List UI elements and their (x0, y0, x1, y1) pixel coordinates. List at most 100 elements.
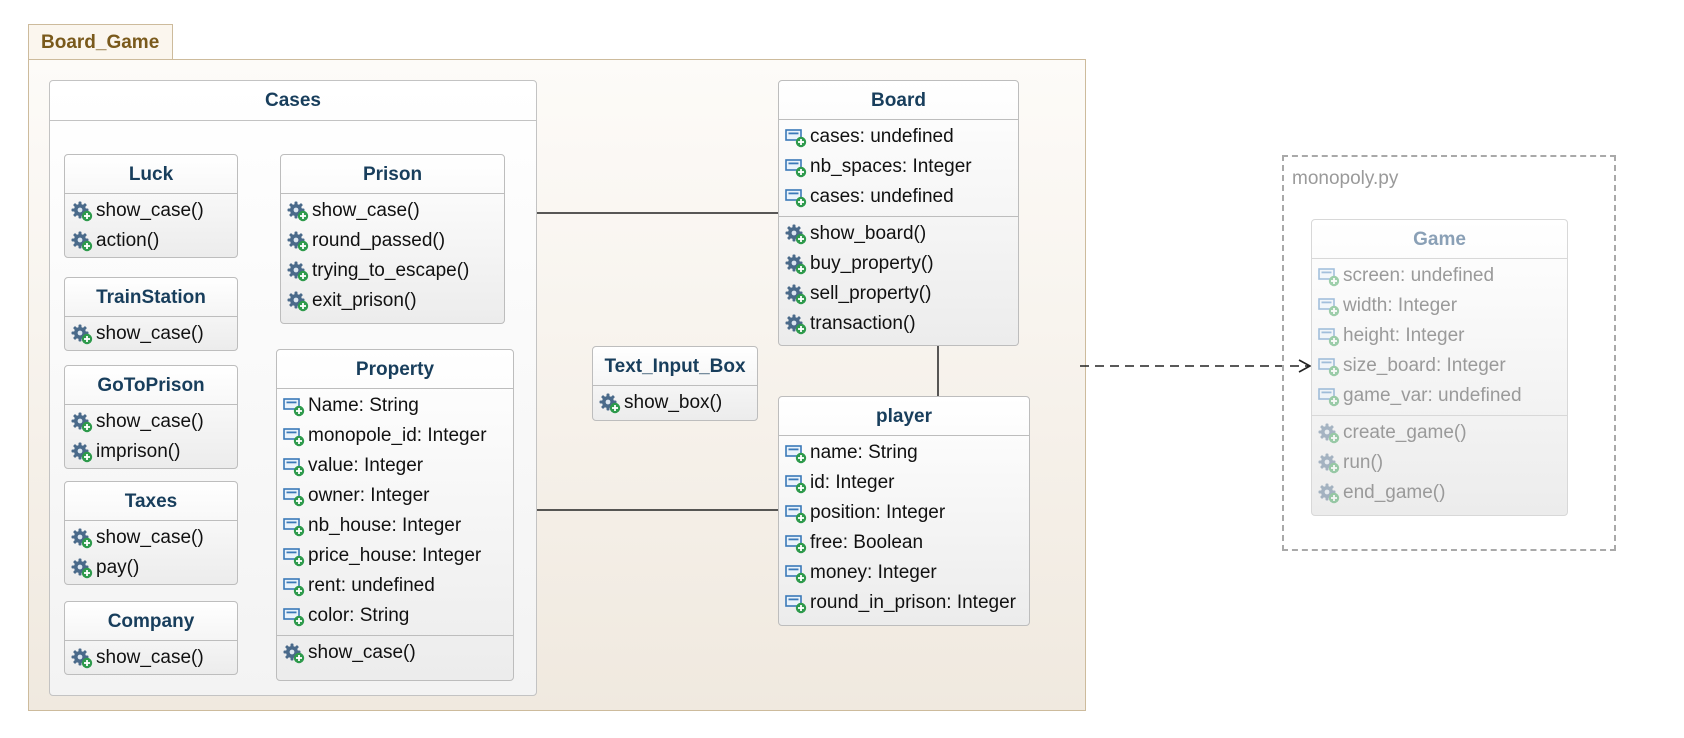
class-game[interactable]: Game screen: undefined width: Integer he… (1311, 219, 1568, 516)
package-tab[interactable]: Board_Game (28, 24, 173, 59)
class-board[interactable]: Board cases: undefined nb_spaces: Intege… (778, 80, 1019, 346)
cases-container[interactable]: Cases Luck show_case() action() TrainSta… (49, 80, 537, 696)
attribute-text: nb_spaces: Integer (810, 156, 972, 177)
attribute-icon (1318, 295, 1340, 317)
method-text: show_board() (810, 223, 927, 244)
class-player[interactable]: player name: String id: Integer position… (778, 396, 1030, 626)
method-list: show_case() action() (65, 194, 237, 258)
method-text: imprison() (96, 441, 181, 462)
method-row[interactable]: show_case() (65, 196, 237, 226)
attribute-row[interactable]: color: String (277, 601, 513, 631)
method-row[interactable]: trying_to_escape() (281, 256, 504, 286)
class-name: GoToPrison (65, 366, 237, 405)
attribute-row[interactable]: price_house: Integer (277, 541, 513, 571)
method-row[interactable]: show_case() (65, 319, 237, 349)
attribute-row[interactable]: game_var: undefined (1312, 381, 1567, 411)
attribute-list: cases: undefined nb_spaces: Integer case… (779, 120, 1018, 216)
attribute-row[interactable]: free: Boolean (779, 528, 1029, 558)
method-row[interactable]: show_case() (65, 643, 237, 673)
class-company[interactable]: Company show_case() (64, 601, 238, 675)
method-row[interactable]: run() (1312, 448, 1567, 478)
method-text: show_case() (308, 642, 416, 663)
attribute-row[interactable]: width: Integer (1312, 291, 1567, 321)
attribute-row[interactable]: rent: undefined (277, 571, 513, 601)
attribute-row[interactable]: id: Integer (779, 468, 1029, 498)
attribute-icon (1318, 325, 1340, 347)
attribute-row[interactable]: cases: undefined (779, 122, 1018, 152)
method-row[interactable]: round_passed() (281, 226, 504, 256)
cases-title: Cases (50, 81, 536, 121)
method-row[interactable]: transaction() (779, 309, 1018, 339)
method-gear-icon (1318, 422, 1340, 444)
method-row[interactable]: show_case() (281, 196, 504, 226)
attribute-text: price_house: Integer (308, 545, 482, 566)
attribute-text: height: Integer (1343, 325, 1465, 346)
attribute-row[interactable]: position: Integer (779, 498, 1029, 528)
method-row[interactable]: show_box() (593, 388, 757, 418)
method-row[interactable]: show_case() (65, 407, 237, 437)
attribute-text: round_in_prison: Integer (810, 592, 1016, 613)
attribute-row[interactable]: screen: undefined (1312, 261, 1567, 291)
method-row[interactable]: end_game() (1312, 478, 1567, 508)
attribute-text: rent: undefined (308, 575, 435, 596)
attribute-list: name: String id: Integer position: Integ… (779, 436, 1029, 622)
method-text: run() (1343, 452, 1384, 473)
method-row[interactable]: show_case() (277, 638, 513, 668)
method-row[interactable]: action() (65, 226, 237, 256)
method-text: end_game() (1343, 482, 1446, 503)
method-list: show_case() (277, 635, 513, 672)
attribute-text: screen: undefined (1343, 265, 1495, 286)
method-text: show_case() (96, 411, 204, 432)
class-name: player (779, 397, 1029, 436)
class-taxes[interactable]: Taxes show_case() pay() (64, 481, 238, 585)
attribute-text: name: String (810, 442, 918, 463)
attribute-row[interactable]: nb_house: Integer (277, 511, 513, 541)
method-text: show_box() (624, 392, 723, 413)
class-name: Property (277, 350, 513, 389)
method-row[interactable]: sell_property() (779, 279, 1018, 309)
attribute-row[interactable]: value: Integer (277, 451, 513, 481)
class-prison[interactable]: Prison show_case() round_passed() trying… (280, 154, 505, 324)
class-name: Text_Input_Box (593, 347, 757, 386)
method-row[interactable]: buy_property() (779, 249, 1018, 279)
class-trainstation[interactable]: TrainStation show_case() (64, 277, 238, 351)
attribute-text: cases: undefined (810, 186, 954, 207)
class-luck[interactable]: Luck show_case() action() (64, 154, 238, 258)
method-row[interactable]: pay() (65, 553, 237, 583)
method-row[interactable]: exit_prison() (281, 286, 504, 316)
attribute-row[interactable]: cases: undefined (779, 182, 1018, 212)
attribute-row[interactable]: round_in_prison: Integer (779, 588, 1029, 618)
class-property[interactable]: Property Name: String monopole_id: Integ… (276, 349, 514, 681)
method-text: show_case() (96, 323, 204, 344)
attribute-row[interactable]: name: String (779, 438, 1029, 468)
class-gotoprison[interactable]: GoToPrison show_case() imprison() (64, 365, 238, 469)
attribute-text: Name: String (308, 395, 419, 416)
method-row[interactable]: show_board() (779, 219, 1018, 249)
attribute-row[interactable]: monopole_id: Integer (277, 421, 513, 451)
method-row[interactable]: imprison() (65, 437, 237, 467)
method-text: round_passed() (312, 230, 446, 251)
attribute-text: owner: Integer (308, 485, 430, 506)
class-text-input-box[interactable]: Text_Input_Box show_box() (592, 346, 758, 421)
method-row[interactable]: show_case() (65, 523, 237, 553)
class-name: TrainStation (65, 278, 237, 317)
attribute-row[interactable]: owner: Integer (277, 481, 513, 511)
attribute-list: screen: undefined width: Integer height:… (1312, 259, 1567, 415)
attribute-row[interactable]: height: Integer (1312, 321, 1567, 351)
method-text: trying_to_escape() (312, 260, 470, 281)
attribute-text: size_board: Integer (1343, 355, 1506, 376)
attribute-row[interactable]: nb_spaces: Integer (779, 152, 1018, 182)
attribute-text: nb_house: Integer (308, 515, 462, 536)
attribute-row[interactable]: money: Integer (779, 558, 1029, 588)
method-list: show_case() round_passed() trying_to_esc… (281, 194, 504, 320)
attribute-row[interactable]: Name: String (277, 391, 513, 421)
method-row[interactable]: create_game() (1312, 418, 1567, 448)
method-text: action() (96, 230, 160, 251)
package-name: Board_Game (41, 32, 160, 53)
method-list: show_board() buy_property() sell_propert… (779, 216, 1018, 343)
attribute-row[interactable]: size_board: Integer (1312, 351, 1567, 381)
method-list: show_case() (65, 317, 237, 351)
method-list: show_case() (65, 641, 237, 675)
attribute-text: free: Boolean (810, 532, 924, 553)
